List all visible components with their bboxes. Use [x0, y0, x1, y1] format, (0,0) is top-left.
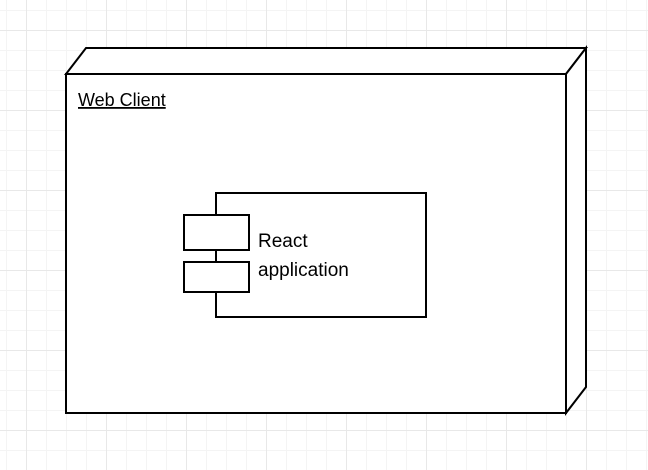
node-label-web-client: Web Client	[78, 90, 166, 110]
component-body-rect	[215, 192, 427, 318]
component-react-application[interactable]: React application	[183, 192, 427, 318]
component-label-line1: React	[258, 231, 308, 252]
node-right-face	[565, 45, 587, 416]
node-top-face	[63, 47, 589, 75]
component-tab-upper	[183, 214, 250, 251]
component-tab-lower	[183, 261, 250, 293]
component-label-line2: application	[258, 260, 349, 281]
